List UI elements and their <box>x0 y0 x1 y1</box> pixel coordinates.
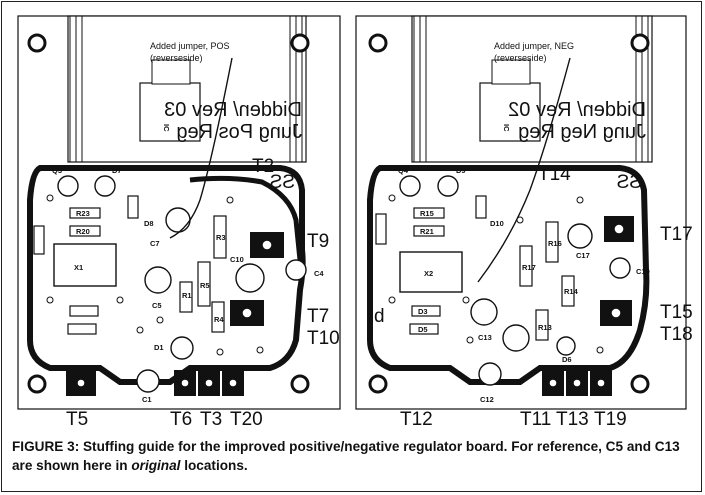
left-comp-label-3: R20 <box>76 227 90 236</box>
right-comp-label-0: Q4 <box>398 166 409 175</box>
left-term-ss: SS <box>270 172 295 193</box>
left-regulator-ic <box>139 82 201 142</box>
left-ic-label: IC <box>162 124 171 132</box>
left-comp-label-1: D7 <box>112 166 122 175</box>
left-mounting-holes <box>27 33 310 394</box>
left-mirror-text-2: Jung Pos Reg <box>176 121 302 143</box>
right-mirror-text-2: Jung Neg Reg <box>518 121 646 143</box>
left-comp-label-17: D1 <box>154 343 164 352</box>
left-added-jumper <box>169 57 233 239</box>
right-regulator-ic <box>479 82 541 142</box>
right-comp-label-8: X2 <box>424 269 433 278</box>
right-jumper-annotation-2: (reverseside) <box>494 53 547 63</box>
left-comp-label-12: R1 <box>182 291 192 300</box>
left-comp-label-11: R5 <box>200 281 210 290</box>
right-comp-label-14: R13 <box>538 323 552 332</box>
right-comp-label-4: D10 <box>490 219 504 228</box>
right-comp-label-9: R17 <box>522 263 536 272</box>
caption-text: Stuffing guide for the improved positive… <box>12 439 680 473</box>
caption-tail: locations. <box>180 458 248 473</box>
right-comp-label-6: R16 <box>548 239 562 248</box>
left-jumper-annotation-2: (reverseside) <box>150 53 203 63</box>
right-term-t13: T13 <box>556 409 589 430</box>
caption-figure-number: FIGURE 3: <box>12 439 80 454</box>
right-board: Added jumper, NEG (reverseside) Didden/ … <box>355 15 693 430</box>
right-comp-label-17: D3 <box>418 307 428 316</box>
right-term-t17: T17 <box>660 224 693 245</box>
left-opamp-x1 <box>53 243 117 287</box>
right-ic-tab <box>491 59 531 85</box>
right-pads <box>542 216 634 396</box>
right-term-t18: T18 <box>660 324 693 345</box>
left-jumper-annotation: Added jumper, POS <box>150 41 230 51</box>
left-comp-label-18: C1 <box>142 395 152 404</box>
right-term-ss: SS <box>617 172 642 193</box>
right-comp-label-3: R21 <box>420 227 434 236</box>
left-ground-trace <box>27 165 306 385</box>
right-term-t15: T15 <box>660 302 693 323</box>
right-ground-trace <box>367 165 650 385</box>
right-term-t19: T19 <box>594 409 627 430</box>
left-term-t6: T6 <box>170 409 192 430</box>
figure-caption: FIGURE 3: Stuffing guide for the improve… <box>12 437 692 475</box>
left-comp-label-0: Q3 <box>52 166 62 175</box>
right-term-t11: T11 <box>520 409 551 430</box>
right-resistors <box>375 195 575 341</box>
right-comp-label-2: R15 <box>420 209 434 218</box>
left-comp-label-6: C7 <box>150 239 160 248</box>
left-term-t2: T2 <box>252 156 274 177</box>
right-comp-label-18: D5 <box>418 325 428 334</box>
right-component-labels: Q4 D9 R15 R21 D10 R16 C17 X2 R17 R14 C19… <box>398 166 650 404</box>
left-resistors <box>33 195 227 335</box>
left-comp-label-5: D8 <box>144 219 154 228</box>
right-opamp-x2 <box>399 251 463 293</box>
left-comp-label-8: C10 <box>230 255 244 264</box>
left-board: Added jumper, POS (reverseside) Didden/ … <box>17 15 341 430</box>
left-term-t5: T5 <box>66 409 88 430</box>
right-comp-label-1: D9 <box>456 166 466 175</box>
right-jumper-annotation: Added jumper, NEG <box>494 41 574 51</box>
left-mirror-text-1: Didden/ Rev 03 <box>164 99 302 121</box>
right-ic-label: IC <box>502 124 511 132</box>
left-comp-label-13: R4 <box>214 315 224 324</box>
right-comp-label-13: C13 <box>478 333 492 342</box>
left-comp-label-15: C4 <box>314 269 324 278</box>
left-term-t3: T3 <box>200 409 222 430</box>
right-term-t12: T12 <box>400 409 433 430</box>
left-capacitors <box>57 175 307 393</box>
right-capacitors <box>399 175 631 386</box>
left-term-t9: T9 <box>307 231 329 252</box>
left-term-t7: T7 <box>307 306 329 327</box>
right-comp-label-16: C12 <box>480 395 494 404</box>
left-term-t20: T20 <box>230 409 263 430</box>
caption-emphasis: original <box>131 458 181 473</box>
left-ic-tab <box>151 59 191 85</box>
right-term-t14: T14 <box>538 164 571 185</box>
right-mounting-holes <box>368 33 650 394</box>
right-comp-label-7: C17 <box>576 251 590 260</box>
right-term-d: d <box>374 306 385 327</box>
left-comp-label-7: R3 <box>216 233 226 242</box>
right-mirror-text-1: Didden/ Rev 02 <box>508 99 646 121</box>
right-comp-label-11: C19 <box>636 267 650 276</box>
right-added-jumper <box>477 57 571 283</box>
left-term-t10: T10 <box>307 328 340 349</box>
left-comp-label-2: R23 <box>76 209 90 218</box>
left-component-labels: Q3 D7 R23 R20 D8 C7 R3 C10 X1 C5 R5 R1 R… <box>52 166 324 404</box>
left-comp-label-9: X1 <box>74 263 83 272</box>
right-comp-label-15: D6 <box>562 355 572 364</box>
right-comp-label-10: R14 <box>564 287 579 296</box>
left-comp-label-10: C5 <box>152 301 162 310</box>
